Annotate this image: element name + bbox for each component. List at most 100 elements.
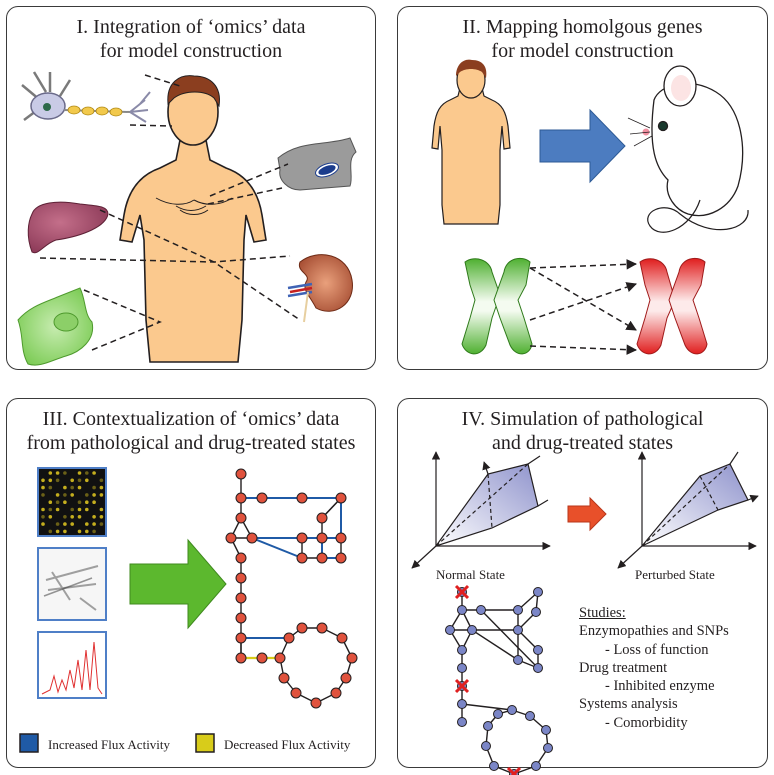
microarray-spot (55, 493, 60, 497)
studies-list: Studies: Enzymopathies and SNPs - Loss o… (579, 604, 729, 732)
microarray-spot (41, 485, 45, 490)
panel-title: III. Contextualization of ‘omics’ data f… (26, 408, 356, 454)
microarray-spot (77, 478, 82, 483)
perturbed-state-cone (617, 451, 758, 569)
mass-spectrum-image (37, 631, 107, 699)
microarray-spot (48, 529, 53, 534)
microarray-spot (63, 500, 67, 505)
increased-flux-label: Increased Flux Activity (48, 737, 171, 752)
network-node (336, 632, 348, 644)
microarray-spot (41, 493, 45, 497)
microarray-spot (70, 507, 74, 512)
network-node (296, 622, 308, 634)
network-node (316, 622, 328, 634)
microarray-spot (63, 522, 67, 526)
red-chromosome-icon (636, 257, 708, 355)
network-node (310, 697, 322, 709)
network-node (256, 492, 268, 504)
red-network-graph (225, 468, 358, 709)
network-node (533, 663, 543, 673)
network-node (481, 741, 491, 751)
network-node (316, 552, 328, 564)
inhibited-enzyme-mark (506, 766, 522, 775)
network-node (493, 709, 503, 719)
network-node (533, 645, 543, 655)
microarray-spot (63, 471, 67, 475)
microarray-spot (99, 493, 104, 497)
network-node (235, 512, 247, 524)
microarray-spot (55, 529, 60, 534)
microarray-spot (48, 515, 53, 519)
network-node (335, 552, 347, 564)
microarray-spot (77, 507, 82, 512)
network-node (525, 711, 535, 721)
network-node (507, 705, 517, 715)
organ-connector-lines (39, 74, 301, 351)
network-node (316, 532, 328, 544)
network-node (225, 532, 237, 544)
study-item: - Inhibited enzyme (605, 678, 715, 695)
network-node (316, 512, 328, 524)
mouse-icon (627, 65, 749, 233)
liver-icon (27, 201, 109, 254)
panel-title: I. Integration of ‘omics’ data for model… (76, 16, 306, 62)
network-node (235, 612, 247, 624)
green-chromosome-icon (461, 257, 533, 355)
blue-network-graph (445, 584, 553, 775)
network-node (445, 625, 455, 635)
network-node (457, 605, 467, 615)
study-item: - Loss of function (605, 641, 709, 658)
network-node (235, 468, 247, 480)
microarray-spot (92, 493, 96, 497)
microarray-spot (99, 507, 104, 512)
network-node (457, 699, 467, 709)
network-node (467, 625, 477, 635)
microarray-spot (99, 478, 104, 483)
microarray-spot (92, 529, 96, 534)
network-node (235, 492, 247, 504)
microarray-spot (70, 478, 74, 483)
network-node (335, 532, 347, 544)
network-node (235, 552, 247, 564)
network-node (296, 552, 308, 564)
gel-image (37, 547, 107, 621)
network-node (457, 717, 467, 727)
study-item: - Comorbidity (605, 714, 688, 731)
microarray-spot (85, 493, 89, 497)
network-node (541, 725, 551, 735)
network-node (335, 492, 347, 504)
inhibited-enzyme-mark (454, 584, 470, 600)
study-item: Enzymopathies and SNPs (579, 623, 729, 640)
network-node (296, 492, 308, 504)
network-node (543, 743, 553, 753)
microarray-spot (99, 522, 104, 526)
microarray-spot (85, 471, 89, 475)
microarray-spot (55, 507, 60, 512)
network-node (330, 687, 342, 699)
microarray-spot (85, 500, 89, 505)
microarray-spot (85, 478, 89, 483)
panel-title: II. Mapping homolgous genes for model co… (462, 16, 703, 62)
network-node (246, 532, 258, 544)
microarray-spot (63, 529, 67, 534)
decreased-flux-swatch (195, 733, 215, 753)
microarray-spot (77, 471, 82, 475)
kidney-icon (287, 254, 353, 323)
study-item: Drug treatment (579, 659, 668, 676)
microarray-spot (55, 522, 60, 526)
network-node (235, 652, 247, 664)
microarray-spot (41, 507, 45, 512)
human-body-figure (119, 75, 267, 363)
network-node (513, 655, 523, 665)
network-node (278, 672, 290, 684)
microarray-spot (85, 529, 89, 534)
microarray-spot (92, 515, 96, 519)
small-human-figure (431, 59, 511, 225)
microarray-spot (48, 478, 53, 483)
study-item: Systems analysis (579, 696, 678, 713)
network-node (274, 652, 286, 664)
microarray-spot (92, 500, 96, 505)
microarray-spot (92, 471, 96, 475)
network-node (346, 652, 358, 664)
microarray-spot (70, 522, 74, 526)
